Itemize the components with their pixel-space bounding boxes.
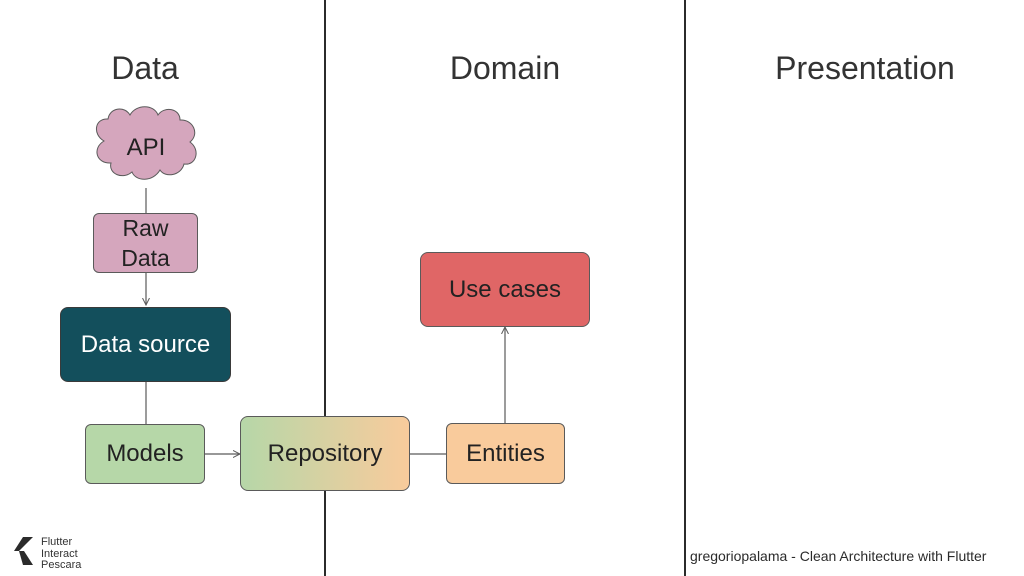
- entities-node: Entities: [446, 423, 565, 484]
- raw-data-label-line2: Data: [121, 245, 170, 271]
- raw-data-label-line1: Raw: [122, 215, 169, 241]
- flutter-logo-icon: [14, 537, 33, 565]
- repository-label: Repository: [267, 439, 383, 467]
- models-label: Models: [106, 440, 184, 467]
- column-title-domain: Domain: [449, 50, 561, 86]
- models-node: Models: [85, 424, 205, 484]
- api-label: API: [126, 134, 166, 161]
- data-source-node: Data source: [60, 307, 231, 382]
- footer-credit: gregoriopalama - Clean Architecture with…: [690, 548, 987, 564]
- raw-data-node: Raw Data: [93, 213, 198, 273]
- logo-line2: Interact: [41, 547, 78, 560]
- flutter-interact-logo-text: Flutter Interact Pescara: [41, 536, 82, 572]
- use-cases-node: Use cases: [420, 252, 590, 327]
- entities-label: Entities: [466, 439, 545, 467]
- data-source-label: Data source: [80, 330, 211, 358]
- logo-line3: Pescara: [41, 559, 82, 571]
- api-cloud-shape: [96, 106, 197, 180]
- logo-line1: Flutter: [41, 536, 73, 548]
- use-cases-label: Use cases: [448, 275, 562, 303]
- column-title-presentation: Presentation: [775, 50, 955, 86]
- column-title-data: Data: [111, 50, 179, 86]
- repository-node: Repository: [240, 416, 410, 491]
- api-node: API: [95, 120, 197, 176]
- divider-data-domain: [324, 0, 326, 576]
- divider-domain-presentation: [684, 0, 686, 576]
